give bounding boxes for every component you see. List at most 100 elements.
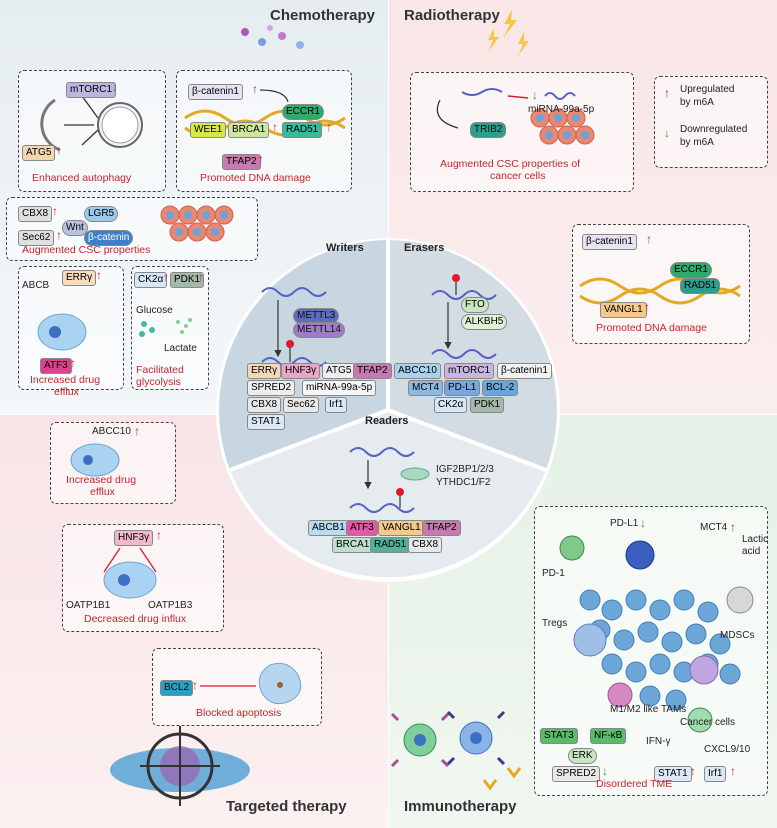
targeted-efflux-cap2: efflux [90,486,115,498]
radio-csc-box [410,72,634,192]
chemo-rad51: RAD51 [282,122,323,138]
w-mirna: miRNA-99a-5p [302,380,377,396]
down-arrow-icon: ↓ [532,88,538,102]
e-pdk1: PDK1 [470,397,505,413]
up-arrow-icon: ↑ [730,520,736,534]
legend-up-l2: by m6A [680,97,714,108]
up-arrow-icon: ↑ [156,528,162,542]
immunotherapy-title: Immunotherapy [404,798,517,815]
influx-oatp3: OATP1B3 [148,600,193,611]
r-cbx8: CBX8 [408,537,443,553]
radiotherapy-title: Radiotherapy [404,7,500,24]
chemo-lgr5: LGR5 [84,206,119,222]
influx-caption: Decreased drug influx [84,613,187,625]
immuno-spred2: SPRED2 [552,766,601,782]
chemo-wnt: Wnt [62,220,88,236]
radio-rad51: RAD51 [680,278,721,294]
writers-title: Writers [326,242,364,254]
r-atf3: ATF3 [346,520,378,536]
e-mct4: MCT4 [408,380,444,396]
legend-down-arrow-icon: ↓ [664,126,670,140]
up-arrow-icon: ↑ [163,270,169,284]
radio-dna-caption: Promoted DNA damage [596,322,707,334]
e-abcc10: ABCC10 [394,363,441,379]
efflux-cap1: Increased drug [30,374,101,386]
immuno-erk: ERK [568,748,597,764]
glyco-cap1: Facilitated [136,364,184,376]
legend-up-arrow-icon: ↑ [664,86,670,100]
up-arrow-icon: ↑ [272,120,278,134]
efflux-cap2: efflux [54,386,79,398]
w-atg5: ATG5 [322,363,356,379]
immuno-irf1: Irf1 [704,766,727,782]
down-arrow-icon: ↓ [602,764,608,778]
immuno-stat3: STAT3 [540,728,578,744]
up-arrow-icon: ↑ [56,143,62,157]
w-errg: ERRγ [247,363,282,379]
erasers-title: Erasers [404,242,445,254]
up-arrow-icon: ↑ [730,764,736,778]
glyco-cap2: glycolysis [136,376,181,388]
apop-bcl2: BCL2 [160,680,194,696]
e-mtorc1: mTORC1 [444,363,495,379]
w-spred2: SPRED2 [247,380,296,396]
chemo-atg5: ATG5 [22,145,56,161]
radio-eccr1: ECCR1 [670,262,712,278]
readers-title: Readers [365,415,409,427]
legend-box [654,76,768,168]
immuno-mct4: MCT4 [700,522,728,533]
immuno-pd1: PD-1 [542,568,565,579]
chemo-cbx8: CBX8 [18,206,53,222]
chemo-dna-caption: Promoted DNA damage [200,172,311,184]
targeted-abcc10: ABCC10 [92,426,131,437]
glyco-lactate: Lactate [164,343,197,354]
radio-mirna: miRNA-99a-5p [528,104,595,115]
apop-caption: Blocked apoptosis [196,707,282,719]
immuno-tams: M1/M2 like TAMs [610,704,687,715]
chemo-mtorc1: mTORC1 [66,82,117,98]
down-arrow-icon: ↓ [112,80,118,94]
immuno-cxcl: CXCL9/10 [704,744,751,755]
csc-caption: Augmented CSC properties [22,244,151,256]
igf2bp: IGF2BP1/2/3 [436,464,494,475]
up-arrow-icon: ↑ [690,764,696,778]
efflux-abcb: ABCB [22,280,50,291]
up-arrow-icon: ↑ [644,300,650,314]
immuno-pdl1: PD-L1 [610,518,639,529]
e-bcl2: BCL-2 [482,380,519,396]
up-arrow-icon: ↑ [646,232,652,246]
e-pdl1: PD-L1 [444,380,481,396]
e-bcat1: β-catenin1 [497,363,552,379]
immuno-mdscs: MDSCs [720,630,755,641]
up-arrow-icon: ↑ [134,424,140,438]
w-stat1: STAT1 [247,414,285,430]
glyco-glucose: Glucose [136,305,173,316]
glyco-pdk1: PDK1 [170,272,205,288]
efflux-atf3: ATF3 [40,358,72,374]
legend-down-l1: Downregulated [680,124,748,135]
w-sec62: Sec62 [283,397,320,413]
chemo-wee1: WEE1 [190,122,227,138]
r-tfap2: TFAP2 [422,520,461,536]
chemo-eccr1: ECCR1 [282,104,324,120]
chemo-bcatenin: β-catenin [84,230,134,246]
autophagy-caption: Enhanced autophagy [32,172,132,184]
up-arrow-icon: ↑ [192,678,198,692]
immuno-cancer: Cancer cells [680,717,736,728]
influx-oatp1: OATP1B1 [66,600,111,611]
w-tfap2: TFAP2 [353,363,392,379]
targeted-efflux-cap1: Increased drug [66,474,137,486]
e-ck2a: CK2α [434,397,468,413]
immuno-lactic1: Lactic [742,534,769,545]
